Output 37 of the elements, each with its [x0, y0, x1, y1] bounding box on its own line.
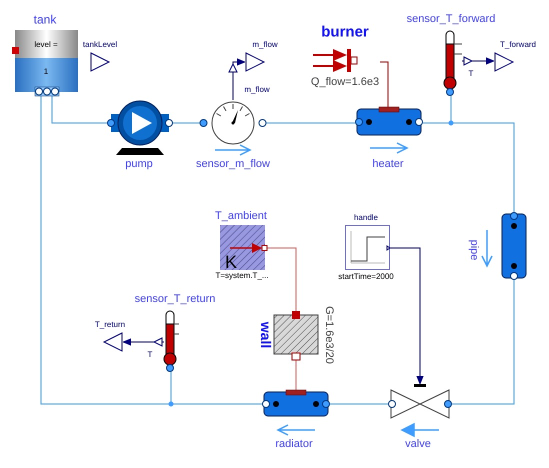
port-label: T: [468, 69, 474, 79]
parameter-text: K: [225, 250, 237, 272]
connection-line: [390, 248, 424, 384]
connection-line: [52, 96, 108, 124]
component-label: sensor_T_return: [134, 293, 216, 307]
component-label: wall: [256, 322, 274, 348]
parameter-text: T=system.T_...: [215, 271, 269, 281]
connection-line: [172, 122, 200, 124]
component-label: T_ambient: [215, 210, 267, 224]
component-label: m_flow: [252, 40, 278, 50]
component-label: handle: [354, 213, 378, 223]
component-label: sensor_T_forward: [406, 13, 496, 27]
parameter-text: Q_flow=1.6e3: [310, 76, 380, 90]
parameter-text: startTime=2000: [338, 272, 394, 282]
connection-line: [462, 57, 494, 65]
component-label: pump: [125, 158, 153, 172]
connection-line: [380, 62, 388, 108]
connection-line: [266, 122, 356, 124]
port-label: m_flow: [244, 85, 270, 95]
component-label: T_forward: [500, 40, 536, 50]
connection-line: [264, 248, 296, 312]
port-label: T: [148, 350, 152, 360]
parameter-text: level =: [34, 40, 58, 50]
connection-line: [232, 58, 246, 100]
component-label: radiator: [275, 438, 313, 452]
connection-line: [452, 280, 514, 404]
component-label: T_return: [94, 320, 126, 330]
component-label: heater: [372, 158, 404, 172]
component-label: burner: [321, 24, 369, 42]
parameter-text: G=1.6e3/20: [322, 306, 335, 364]
component-label: pipe: [466, 240, 480, 260]
component-label: tankLevel: [82, 40, 118, 50]
connection-line: [122, 338, 164, 346]
component-label: sensor_m_flow: [196, 158, 270, 172]
parameter-text: 1: [44, 67, 48, 77]
component-label: tank: [34, 12, 56, 28]
component-label: valve: [405, 438, 431, 452]
